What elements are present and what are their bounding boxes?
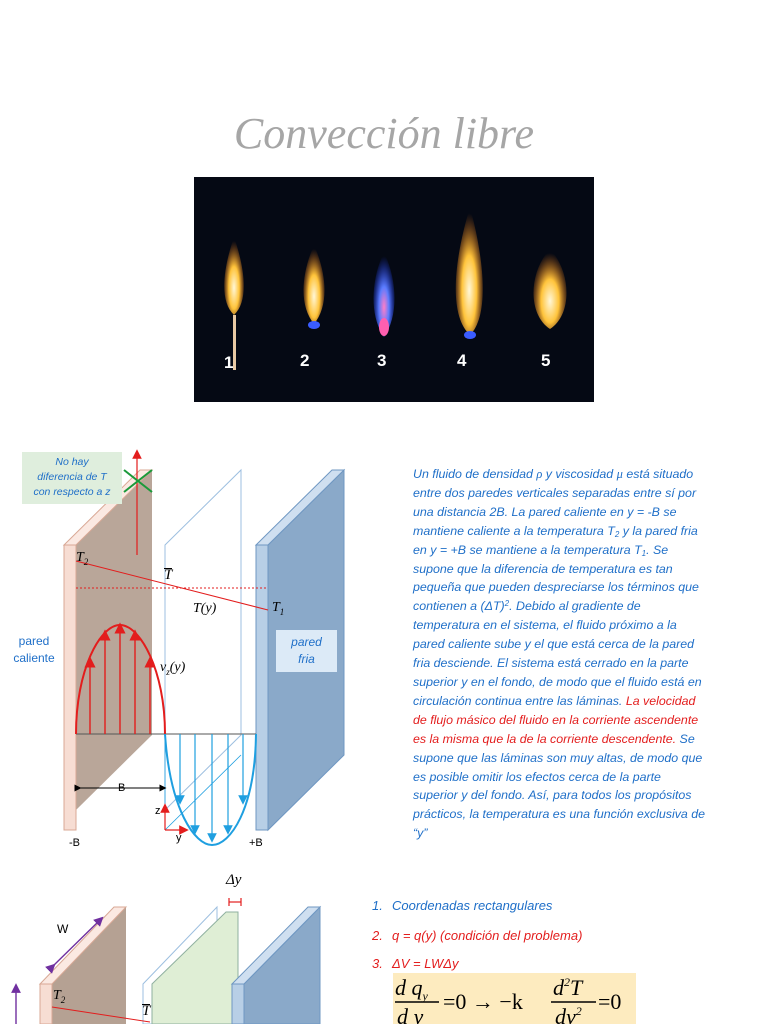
label-minus-B: -B bbox=[69, 837, 80, 849]
label-W: W bbox=[57, 922, 69, 936]
flame-2-icon bbox=[303, 245, 325, 329]
control-volume-diagram bbox=[0, 862, 360, 1025]
svg-text:d qy: d qy bbox=[395, 975, 429, 1003]
cold-wall-label: pared fria bbox=[276, 630, 337, 672]
problem-description: Un fluido de densidad ρ y viscosidad μ e… bbox=[413, 467, 706, 841]
hot-wall-label: pared caliente bbox=[13, 634, 55, 665]
label-delta-y: Δy bbox=[226, 872, 242, 888]
label-T1: T1 bbox=[272, 600, 285, 617]
hot-fluid-region bbox=[76, 470, 152, 810]
label-Tbar: T bbox=[164, 567, 173, 583]
flame-label-3: 3 bbox=[377, 351, 386, 370]
flame-5-icon bbox=[533, 249, 567, 329]
svg-text:=0: =0 bbox=[598, 989, 621, 1014]
flame-1-icon bbox=[224, 237, 244, 370]
flame-label-5: 5 bbox=[541, 351, 550, 370]
energy-equation: d qy d y =0 → −k d2T dy2 =0 bbox=[393, 973, 636, 1024]
label-T2-bottom: T2 bbox=[53, 988, 66, 1005]
flame-label-4: 4 bbox=[457, 351, 467, 370]
svg-text:d2T: d2T bbox=[553, 975, 584, 1000]
step-2: 2.q = q(y) (condición del problema) bbox=[372, 928, 583, 943]
flames-photo: 1 2 3 4 5 bbox=[194, 177, 594, 402]
flame-4-icon bbox=[455, 207, 483, 339]
step-1: 1.Coordenadas rectangulares bbox=[372, 898, 553, 913]
label-Ty: T(y) bbox=[193, 601, 217, 616]
label-B: B bbox=[118, 782, 126, 794]
flame-3-icon bbox=[373, 252, 395, 337]
label-T2: T2 bbox=[76, 550, 89, 567]
label-y-axis: y bbox=[176, 832, 182, 844]
convection-diagram bbox=[0, 440, 400, 860]
label-vz: vz(y) bbox=[160, 660, 186, 677]
svg-text:d y: d y bbox=[397, 1004, 424, 1024]
svg-text:=0 → −k: =0 → −k bbox=[443, 989, 523, 1014]
label-plus-B: +B bbox=[249, 837, 263, 849]
no-temperature-diff-note: No hay diferencia de T con respecto a z bbox=[22, 452, 122, 504]
label-Tbar-bottom: T bbox=[142, 1003, 151, 1019]
flame-label-2: 2 bbox=[300, 351, 309, 370]
svg-text:dy2: dy2 bbox=[555, 1004, 582, 1024]
step-3: 3.ΔV = LWΔy bbox=[372, 956, 459, 971]
page-title: Convección libre bbox=[233, 109, 535, 158]
label-z-axis: z bbox=[155, 805, 161, 817]
hot-wall bbox=[63, 544, 77, 831]
flame-label-1: 1 bbox=[224, 353, 233, 372]
